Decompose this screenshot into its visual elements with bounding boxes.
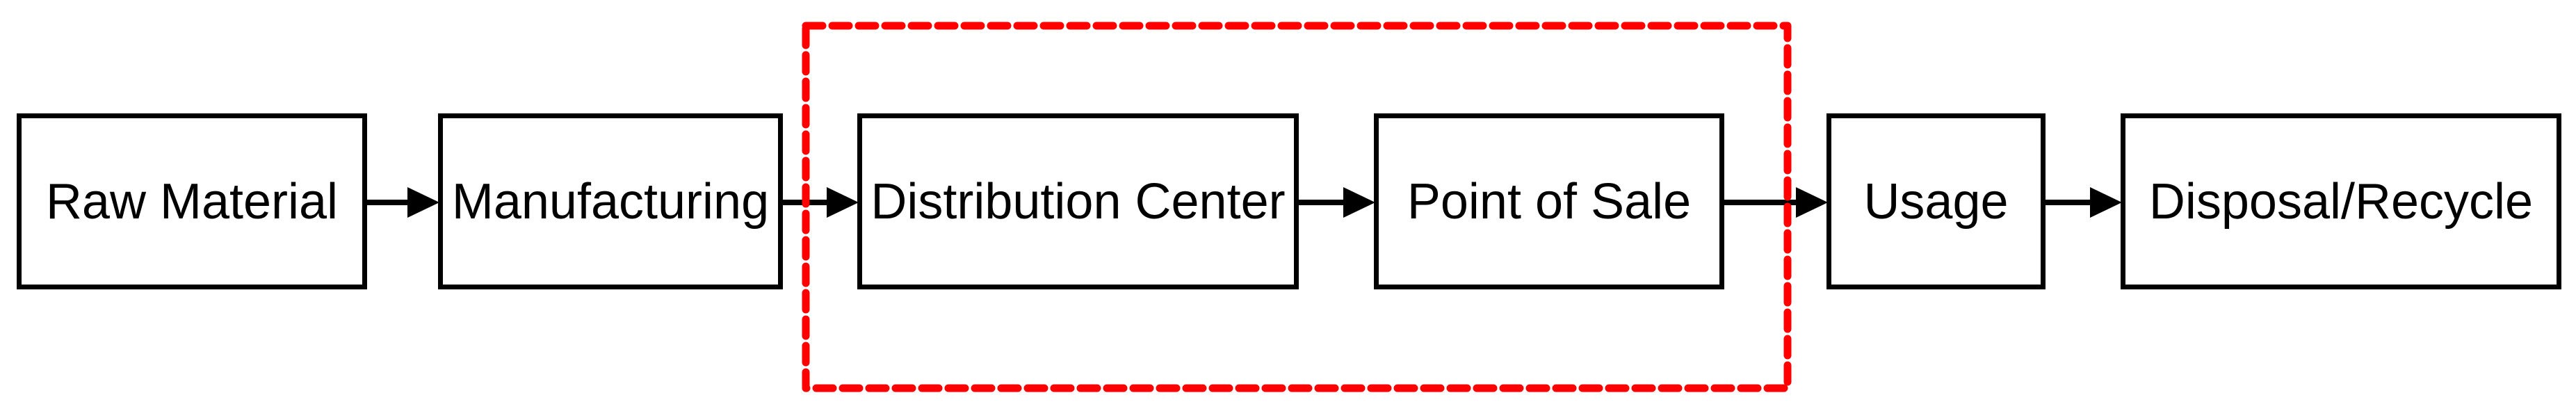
flow-arrow-manufacturing-to-distribution — [782, 187, 859, 218]
flow-node-usage: Usage — [1826, 113, 2046, 289]
flow-arrow-raw-to-manufacturing — [366, 187, 439, 218]
flow-node-point-of-sale: Point of Sale — [1374, 113, 1724, 289]
flow-node-raw-material: Raw Material — [17, 113, 367, 289]
flow-arrow-distribution-to-pos — [1298, 187, 1375, 218]
highlight-dashed-box — [802, 22, 1792, 392]
flow-node-manufacturing: Manufacturing — [438, 113, 783, 289]
flow-node-disposal-recycle: Disposal/Recycle — [2121, 113, 2561, 289]
flow-node-label: Raw Material — [45, 173, 339, 230]
flow-node-label: Manufacturing — [451, 173, 770, 230]
flow-node-label: Point of Sale — [1407, 173, 1692, 230]
flow-arrow-usage-to-disposal — [2045, 187, 2122, 218]
flow-node-label: Usage — [1863, 173, 2009, 230]
flow-node-label: Distribution Center — [870, 173, 1286, 230]
flow-arrow-pos-to-usage — [1724, 187, 1828, 218]
flow-node-label: Disposal/Recycle — [2148, 173, 2534, 230]
flow-node-distribution-center: Distribution Center — [857, 113, 1299, 289]
